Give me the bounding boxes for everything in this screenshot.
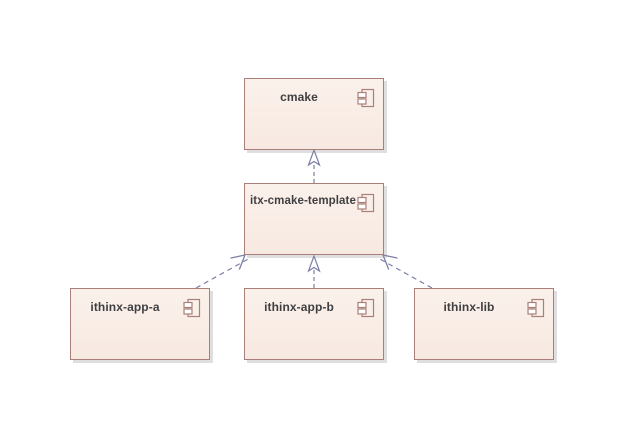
hollow-triangle-arrowhead bbox=[307, 148, 321, 167]
open-arrowhead bbox=[382, 254, 398, 270]
uml-component-icon bbox=[183, 298, 201, 318]
component-ithinx-app-b[interactable]: ithinx-app-b bbox=[244, 288, 384, 360]
hollow-triangle-arrowhead bbox=[307, 254, 321, 273]
component-itx-cmake-template[interactable]: itx-cmake-template bbox=[244, 183, 384, 255]
connector-lib-to-template[interactable] bbox=[377, 254, 433, 289]
component-label: cmake bbox=[280, 90, 318, 104]
connector-app-b-to-template[interactable] bbox=[307, 254, 321, 288]
connector-template-to-cmake[interactable] bbox=[307, 148, 321, 183]
connector-app-a-to-template[interactable] bbox=[195, 254, 251, 289]
component-label: ithinx-app-a bbox=[90, 300, 160, 314]
component-ithinx-lib[interactable]: ithinx-lib bbox=[414, 288, 554, 360]
component-label: itx-cmake-template bbox=[250, 195, 356, 207]
component-cmake[interactable]: cmake bbox=[244, 78, 384, 150]
uml-component-icon bbox=[357, 298, 375, 318]
component-ithinx-app-a[interactable]: ithinx-app-a bbox=[70, 288, 210, 360]
uml-component-icon bbox=[357, 193, 375, 213]
connector-line bbox=[377, 257, 433, 289]
uml-component-icon bbox=[357, 88, 375, 108]
open-arrowhead bbox=[230, 254, 246, 270]
component-label: ithinx-app-b bbox=[264, 300, 334, 314]
connector-line bbox=[195, 257, 251, 289]
uml-component-icon bbox=[527, 298, 545, 318]
component-label: ithinx-lib bbox=[443, 300, 495, 314]
